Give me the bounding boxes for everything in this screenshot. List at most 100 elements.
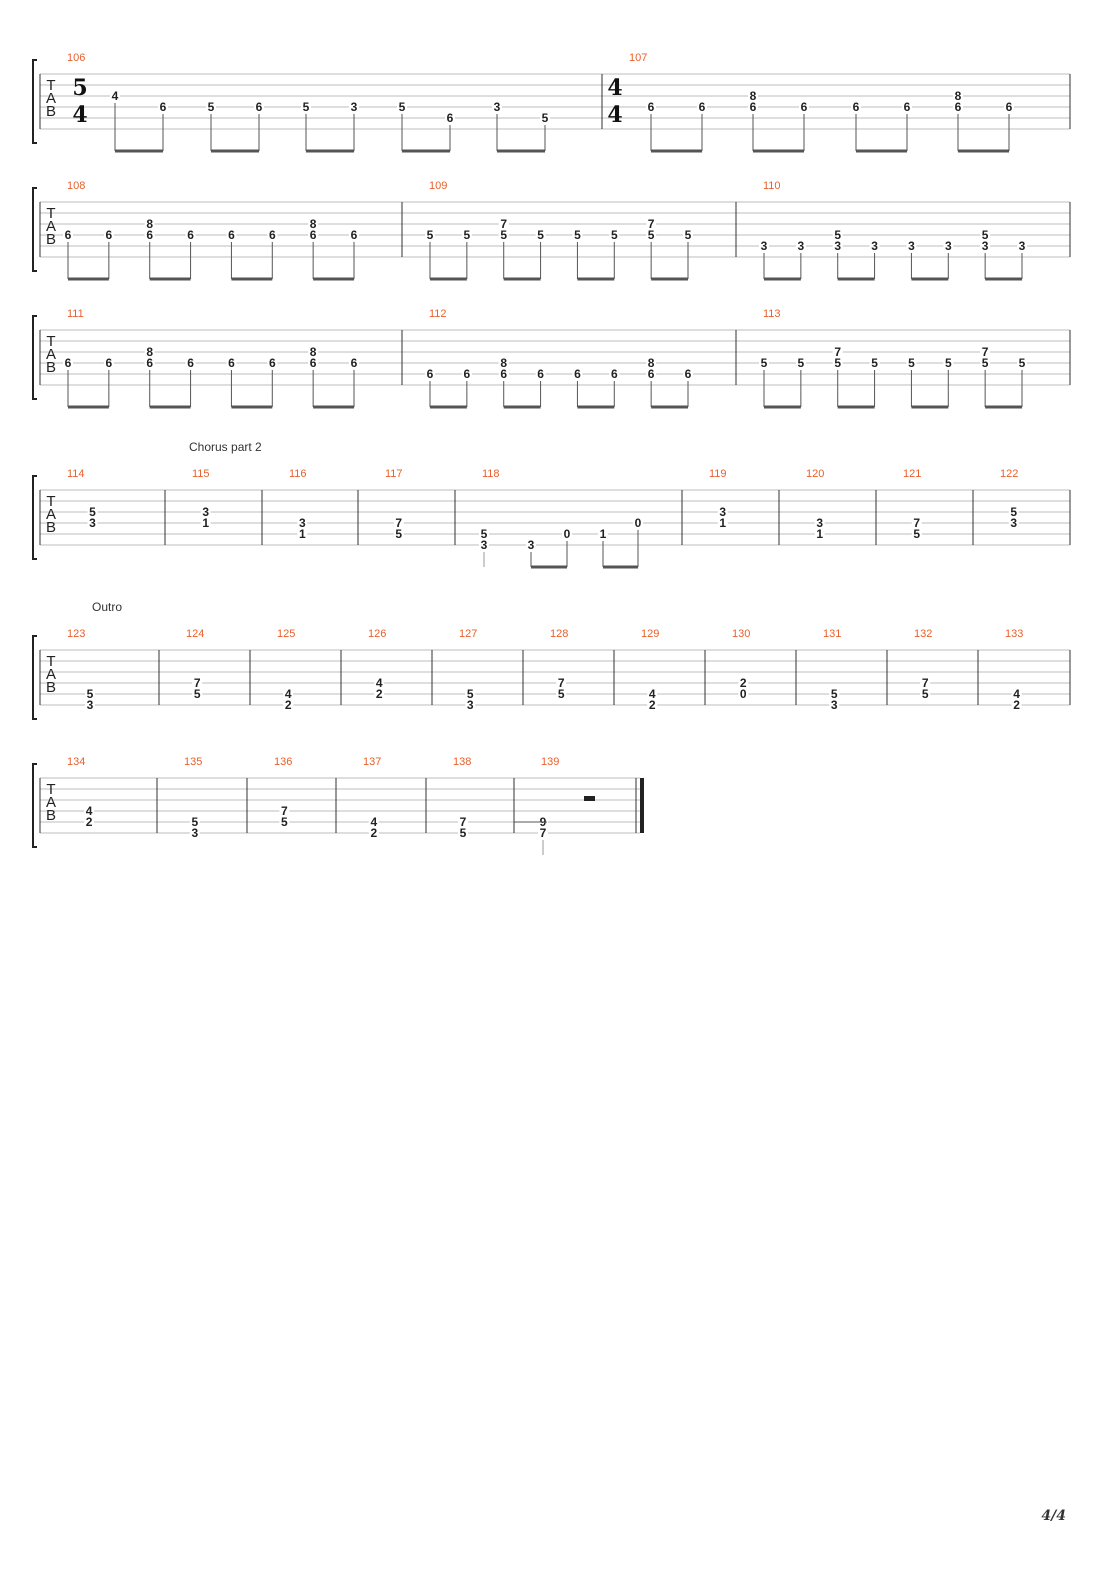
system-bracket bbox=[32, 315, 37, 400]
fret-number: 5 bbox=[87, 687, 94, 701]
time-signature-top: 5 bbox=[72, 75, 87, 101]
measure-number: 121 bbox=[903, 468, 921, 480]
fret-number: 5 bbox=[395, 527, 402, 541]
measure-number: 114 bbox=[67, 468, 85, 480]
fret-bg bbox=[980, 229, 991, 240]
fret-number: 5 bbox=[542, 111, 549, 125]
fret-bg bbox=[297, 517, 308, 528]
fret-bg bbox=[192, 677, 203, 688]
time-signature-bottom: 4 bbox=[607, 102, 622, 128]
fret-number: 4 bbox=[285, 687, 292, 701]
fret-number: 2 bbox=[285, 698, 292, 712]
fret-bg bbox=[465, 699, 476, 710]
section-label: Chorus part 2 bbox=[189, 440, 262, 454]
fret-number: 6 bbox=[611, 367, 618, 381]
fret-bg bbox=[556, 688, 567, 699]
fret-number: 5 bbox=[399, 100, 406, 114]
fret-bg bbox=[308, 218, 319, 229]
fret-bg bbox=[63, 229, 73, 240]
fret-number: 6 bbox=[187, 356, 194, 370]
tab-clef-letter: B bbox=[46, 231, 56, 248]
fret-bg bbox=[646, 218, 657, 229]
fret-bg bbox=[308, 229, 319, 240]
fret-number: 6 bbox=[447, 111, 454, 125]
fret-number: 7 bbox=[281, 804, 288, 818]
fret-number: 6 bbox=[685, 367, 692, 381]
measure-number: 130 bbox=[732, 628, 750, 640]
fret-bg bbox=[832, 357, 843, 368]
measure-number: 119 bbox=[709, 468, 727, 480]
measure-number: 138 bbox=[453, 756, 471, 768]
fret-bg bbox=[498, 357, 509, 368]
fret-number: 7 bbox=[540, 826, 547, 840]
measure-number: 110 bbox=[763, 180, 781, 192]
fret-number: 5 bbox=[464, 228, 471, 242]
measure-number: 129 bbox=[641, 628, 659, 640]
fret-number: 5 bbox=[922, 687, 929, 701]
measure-number: 136 bbox=[274, 756, 292, 768]
fret-bg bbox=[748, 90, 758, 101]
fret-bg bbox=[980, 346, 991, 357]
half-rest bbox=[584, 796, 595, 801]
fret-number: 8 bbox=[955, 89, 962, 103]
fret-number: 5 bbox=[761, 356, 768, 370]
fret-number: 3 bbox=[299, 516, 306, 530]
fret-number: 0 bbox=[635, 516, 642, 530]
fret-number: 5 bbox=[1019, 356, 1026, 370]
fret-bg bbox=[562, 528, 572, 539]
fret-bg bbox=[759, 357, 769, 368]
fret-bg bbox=[980, 357, 991, 368]
fret-number: 5 bbox=[834, 228, 841, 242]
measure-number: 106 bbox=[67, 52, 85, 64]
fret-bg bbox=[869, 240, 880, 251]
fret-bg bbox=[943, 240, 954, 251]
fret-bg bbox=[906, 357, 917, 368]
fret-bg bbox=[393, 528, 404, 539]
fret-bg bbox=[683, 229, 693, 240]
fret-bg bbox=[267, 229, 278, 240]
measure-number: 111 bbox=[67, 308, 84, 320]
fret-number: 6 bbox=[269, 356, 276, 370]
fret-bg bbox=[920, 677, 931, 688]
tab-clef-letter: B bbox=[46, 359, 56, 376]
fret-number: 6 bbox=[228, 356, 235, 370]
fret-number: 3 bbox=[834, 239, 841, 253]
fret-number: 6 bbox=[65, 356, 72, 370]
fret-bg bbox=[697, 101, 707, 112]
fret-bg bbox=[498, 368, 509, 379]
fret-bg bbox=[192, 688, 203, 699]
fret-bg bbox=[84, 688, 95, 699]
fret-bg bbox=[84, 699, 95, 710]
fret-number: 2 bbox=[376, 687, 383, 701]
fret-bg bbox=[308, 357, 319, 368]
fret-number: 5 bbox=[537, 228, 544, 242]
fret-bg bbox=[953, 90, 963, 101]
fret-bg bbox=[87, 517, 98, 528]
fret-bg bbox=[1017, 240, 1027, 251]
fret-number: 6 bbox=[106, 228, 113, 242]
page-number: 4/4 bbox=[1041, 1508, 1066, 1524]
fret-number: 5 bbox=[834, 356, 841, 370]
fret-number: 7 bbox=[913, 516, 920, 530]
fret-bg bbox=[795, 240, 806, 251]
fret-bg bbox=[832, 240, 843, 251]
fret-bg bbox=[829, 699, 840, 710]
fret-number: 6 bbox=[904, 100, 911, 114]
fret-bg bbox=[647, 699, 658, 710]
fret-number: 6 bbox=[500, 367, 507, 381]
fret-bg bbox=[267, 357, 278, 368]
fret-number: 7 bbox=[460, 815, 467, 829]
tab-clef-letter: A bbox=[46, 794, 56, 811]
fret-bg bbox=[540, 112, 550, 123]
tab-clef-letter: B bbox=[46, 679, 56, 696]
